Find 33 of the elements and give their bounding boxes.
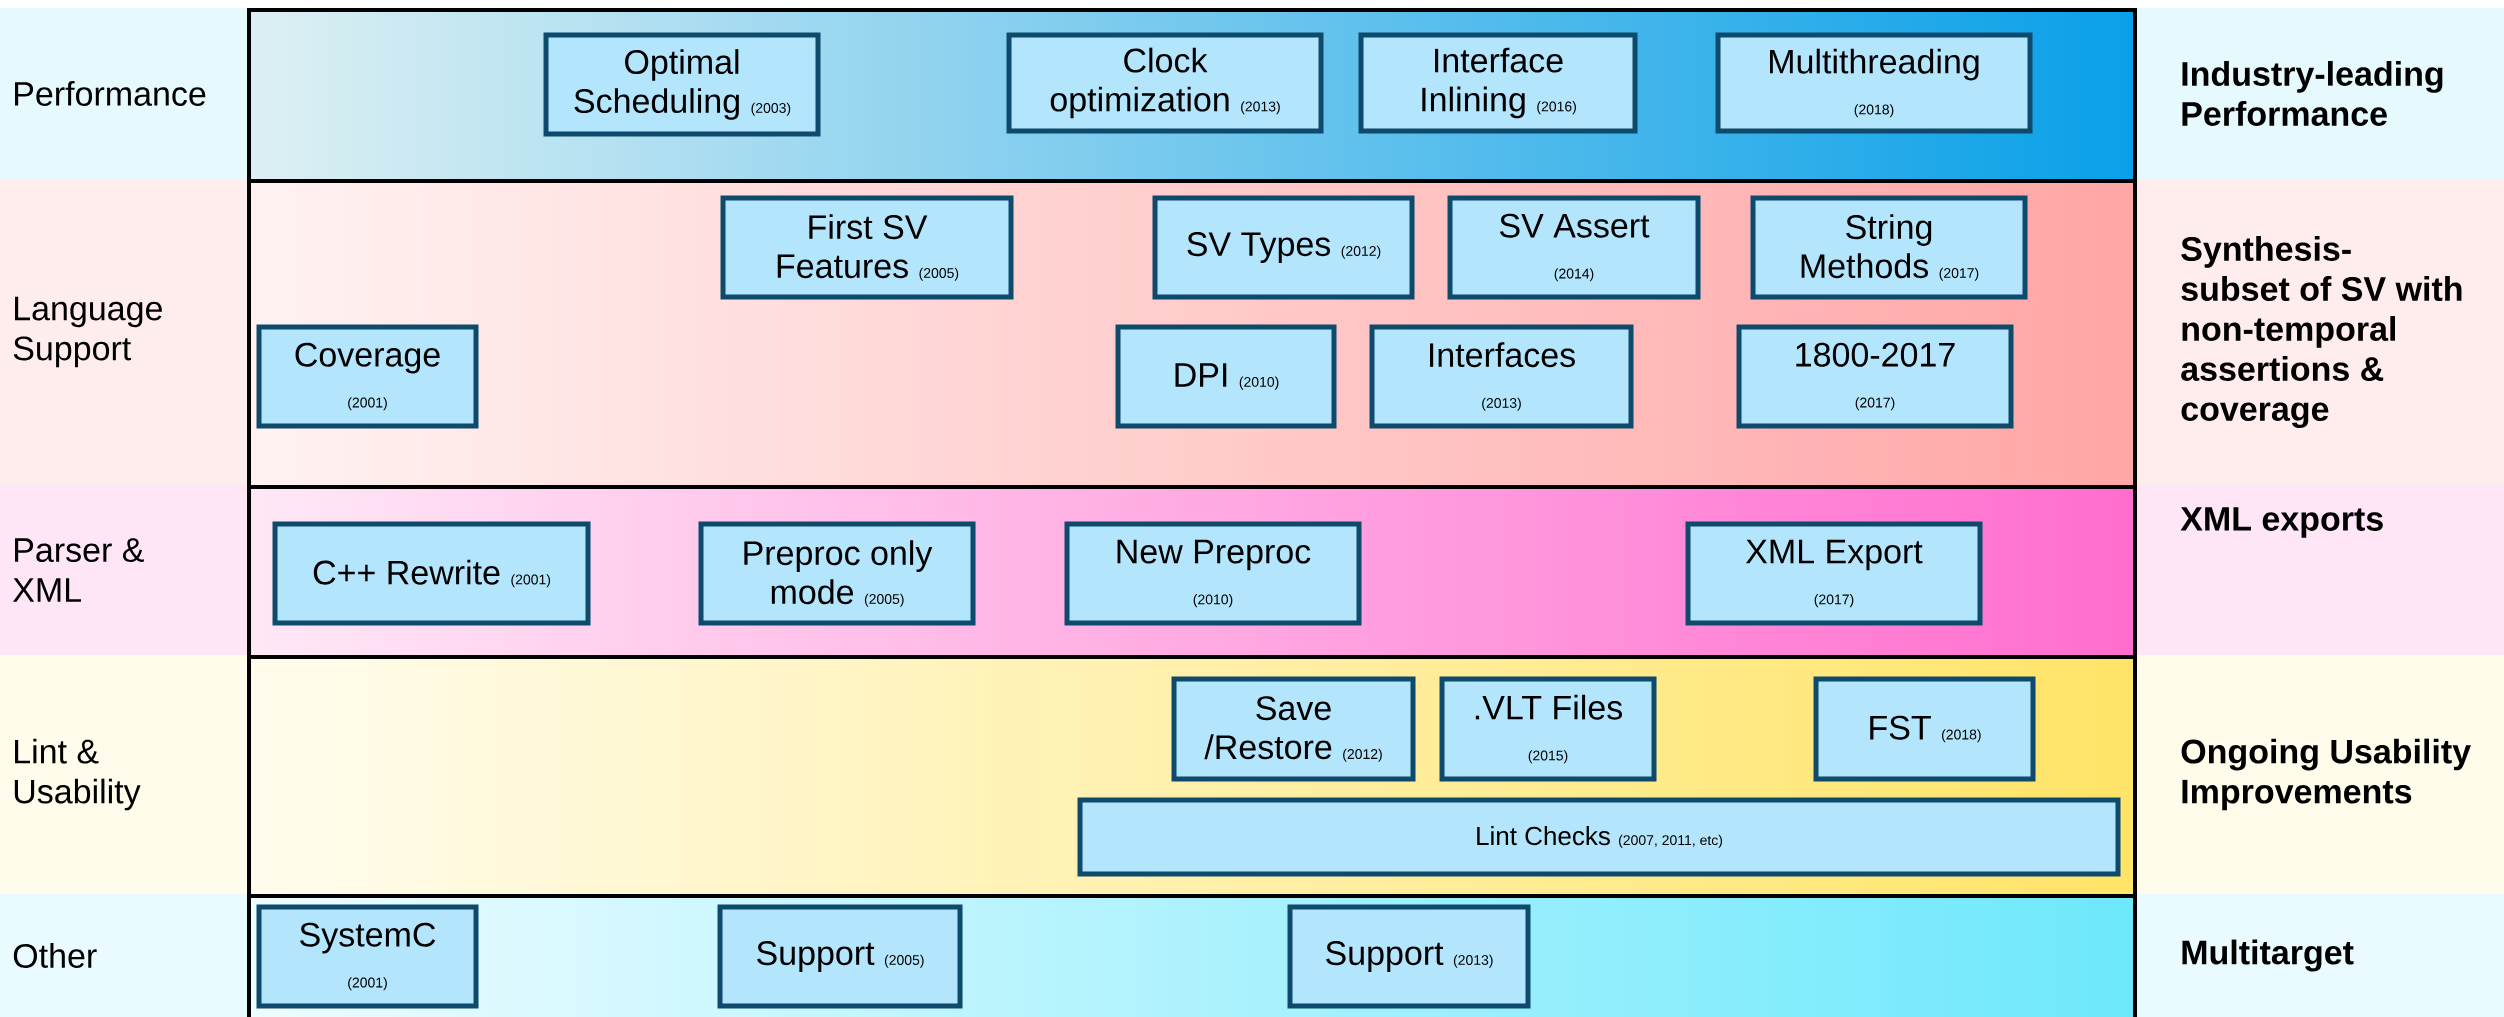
lane-summary: Synthesis-subset of SV with non-temporal assertions & coverage: [2181, 236, 2462, 428]
feature-box: Optimal Scheduling (2003): [543, 32, 821, 137]
feature-box: Clock optimization (2013): [1006, 32, 1324, 134]
feature-box: Interface Inlining (2016): [1358, 32, 1638, 134]
feature-box: XML Export (2017): [1685, 521, 1983, 626]
lane-summary: Multitarget: [2182, 939, 2354, 972]
feature-box: C++ Rewrite (2001): [272, 521, 591, 626]
feature-box: Coverage (2001): [256, 324, 479, 429]
feature-box: New Preproc (2010): [1064, 521, 1362, 626]
lane-summary: Industry-leading Performance: [2182, 61, 2443, 126]
feature-box: SystemC (2001): [256, 904, 479, 1009]
feature-box: SV Assert (2014): [1447, 195, 1701, 300]
feature-box: .VLT Files (2015): [1439, 676, 1657, 782]
lane-label: Parser & XML: [13, 538, 144, 602]
lane-label: Lint & Usability: [14, 738, 141, 811]
feature-box: Save /Restore (2012): [1171, 676, 1416, 782]
feature-box: Support (2013): [1287, 904, 1531, 1009]
lane-label: Other: [13, 943, 97, 968]
feature-box: DPI (2010): [1115, 324, 1337, 429]
feature-box: FST (2018): [1813, 676, 2036, 782]
feature-box: Preproc only mode (2005): [698, 521, 976, 626]
lane-summary: Ongoing Usability Improvements: [2181, 738, 2471, 811]
feature-box: String Methods (2017): [1750, 195, 2028, 300]
feature-box: Multithreading (2018): [1715, 32, 2033, 134]
lane-label: Performance: [15, 81, 206, 106]
feature-box: SV Types (2012): [1152, 195, 1415, 300]
lane-summary: XML exports: [2180, 507, 2383, 538]
feature-box: Support (2005): [717, 904, 963, 1009]
lane-label: Language Support: [13, 296, 162, 368]
feature-box: First SV Features (2005): [720, 195, 1014, 300]
feature-box: 1800-2017 (2017): [1736, 324, 2014, 429]
feature-box: Interfaces (2013): [1369, 324, 1634, 429]
feature-box: Lint Checks (2007, 2011, etc): [1077, 797, 2121, 877]
